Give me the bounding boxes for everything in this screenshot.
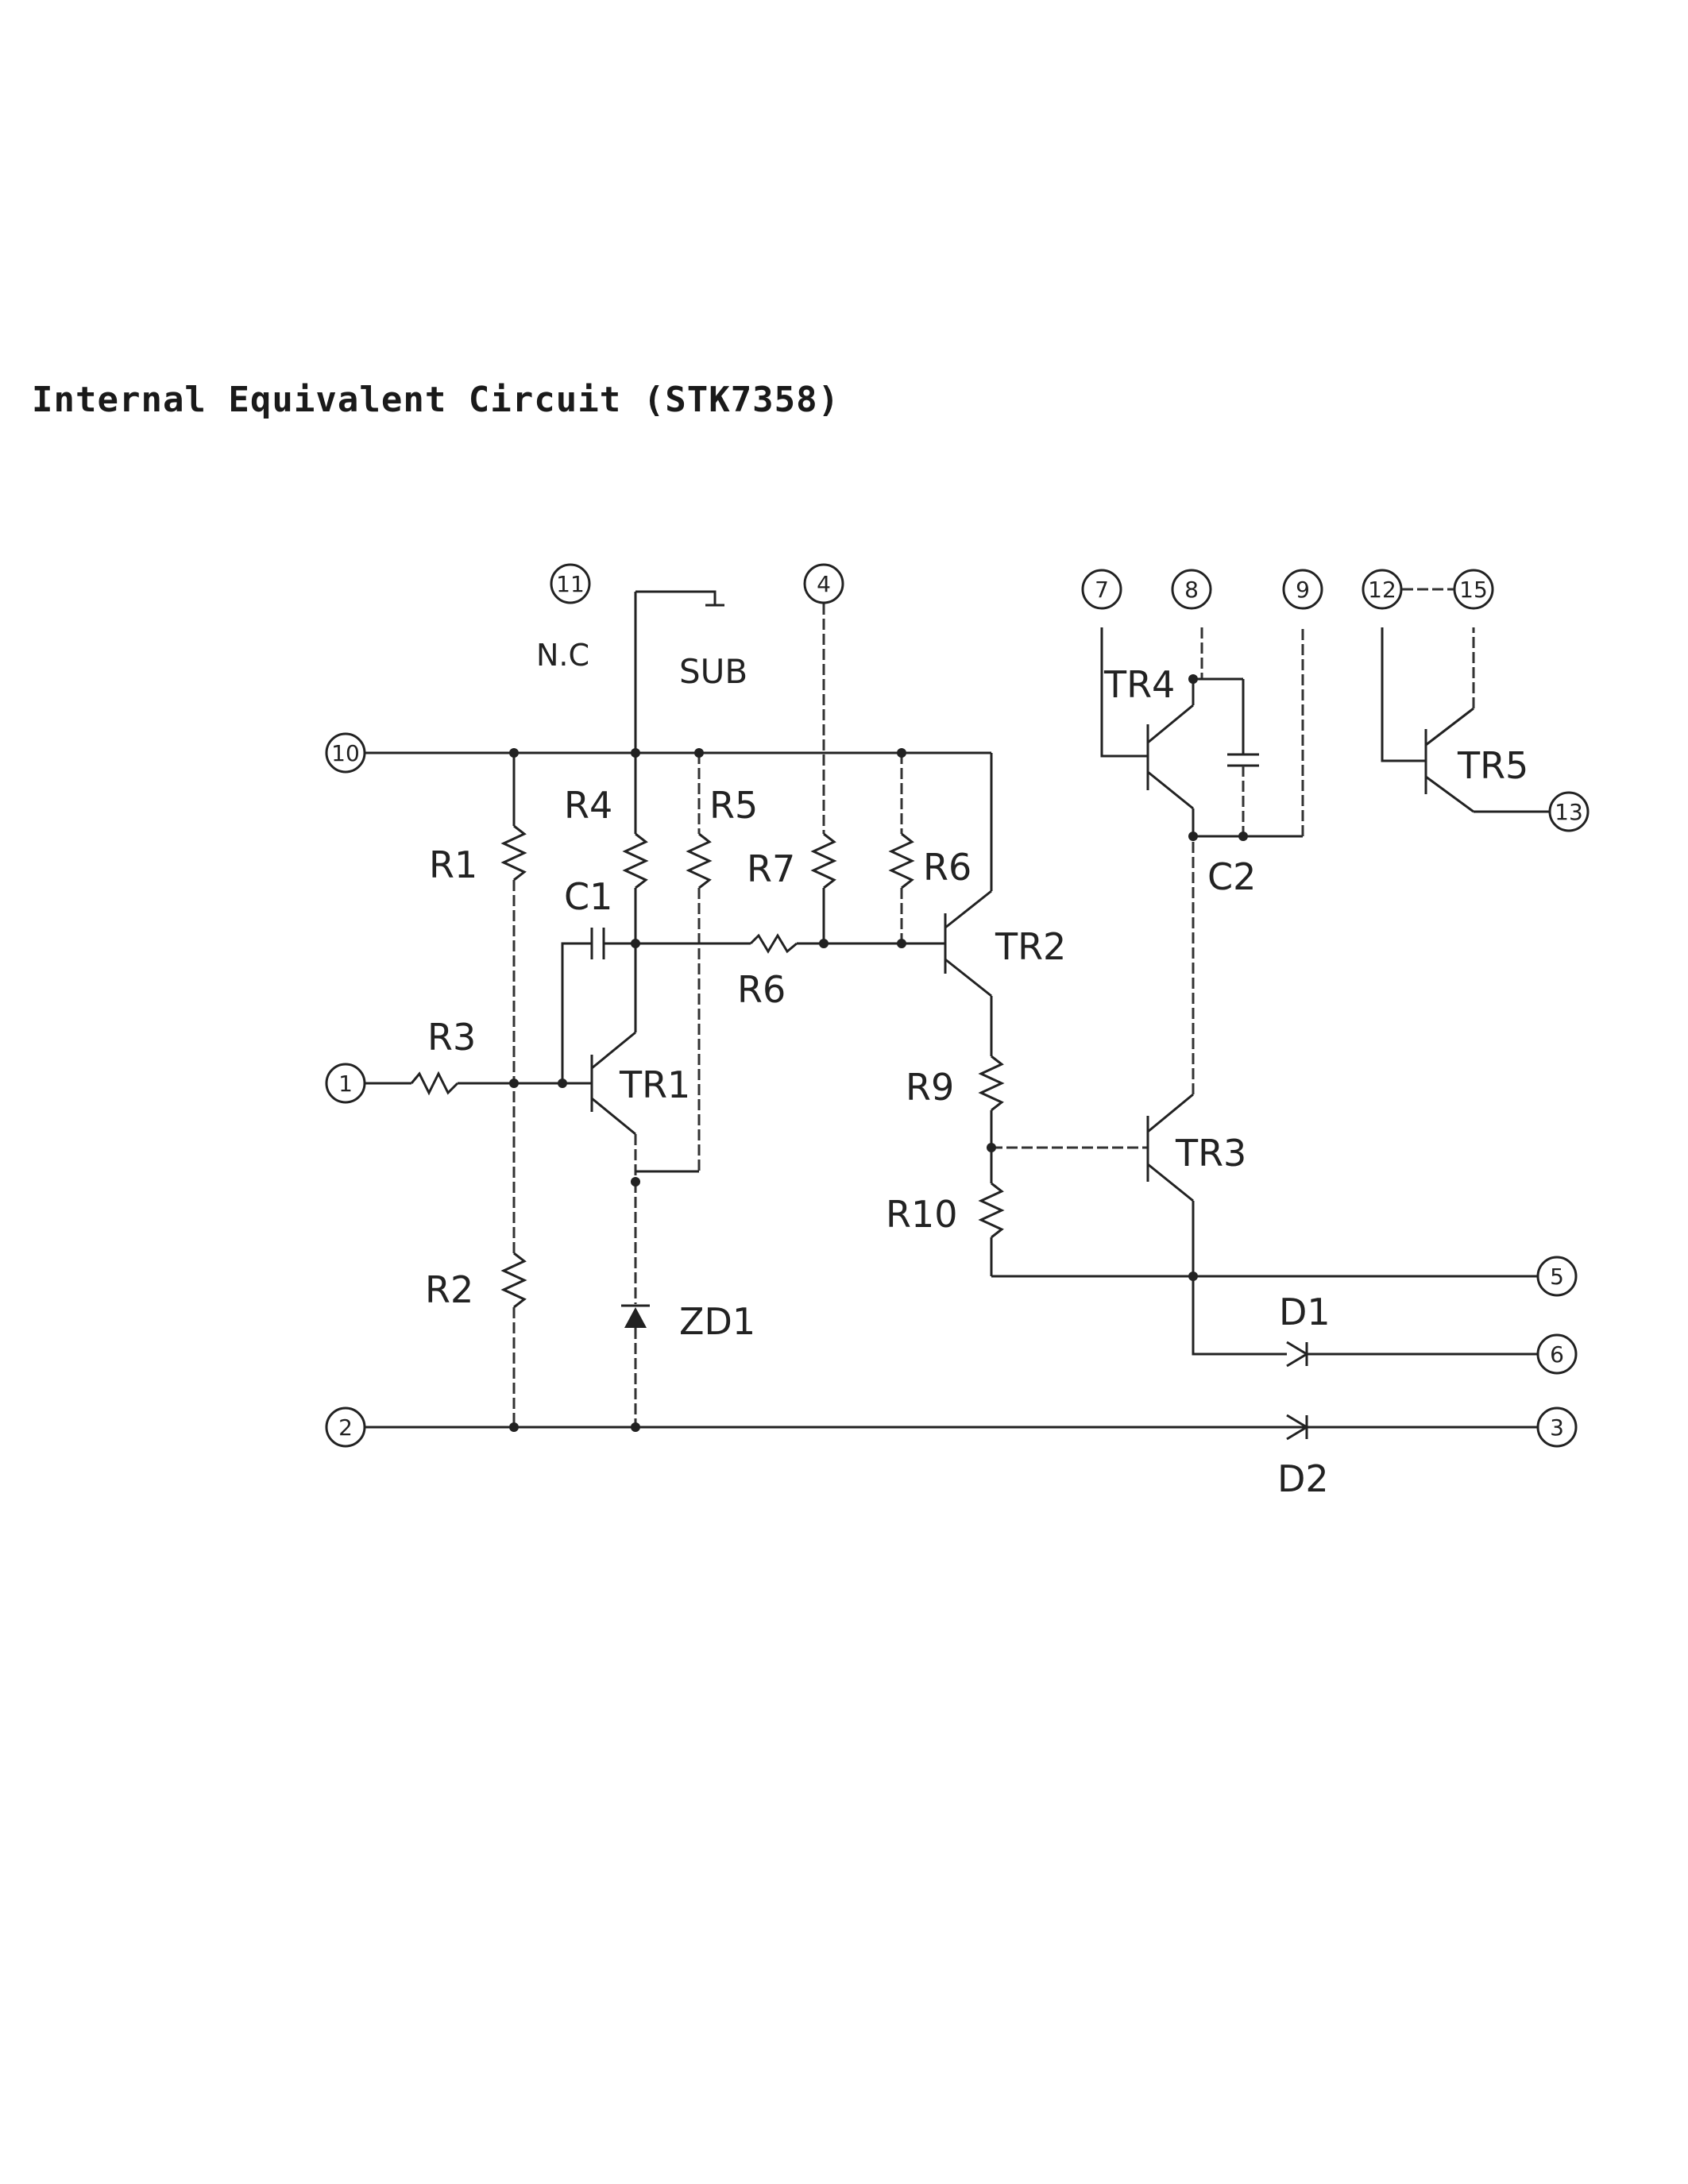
svg-text:6: 6 bbox=[1550, 1341, 1564, 1368]
svg-text:7: 7 bbox=[1095, 577, 1109, 603]
r5-branch bbox=[635, 753, 713, 1173]
pin-10: 10 bbox=[325, 732, 366, 774]
label-tr5: TR5 bbox=[1457, 744, 1528, 787]
label-sub: SUB bbox=[679, 652, 747, 691]
pin-13: 13 bbox=[1548, 791, 1590, 832]
pin-11: 11 bbox=[550, 563, 591, 604]
svg-text:8: 8 bbox=[1184, 577, 1199, 603]
pin-4: 4 bbox=[803, 563, 844, 604]
transistor-tr1 bbox=[562, 943, 637, 1182]
svg-text:1: 1 bbox=[338, 1071, 353, 1097]
label-r6-upper: R6 bbox=[923, 846, 971, 889]
capacitor-c2 bbox=[1193, 627, 1304, 838]
svg-text:10: 10 bbox=[331, 740, 360, 766]
pin-12: 12 bbox=[1362, 569, 1403, 610]
pin-7: 7 bbox=[1081, 569, 1122, 610]
label-r2: R2 bbox=[425, 1268, 473, 1311]
pin-9: 9 bbox=[1282, 569, 1323, 610]
r1-branch bbox=[500, 753, 527, 1427]
label-c2: C2 bbox=[1207, 855, 1256, 898]
label-r5: R5 bbox=[709, 784, 758, 827]
label-tr4: TR4 bbox=[1103, 663, 1175, 706]
r4-branch bbox=[622, 592, 649, 943]
label-d1: D1 bbox=[1279, 1291, 1331, 1333]
label-r10: R10 bbox=[886, 1193, 958, 1236]
page-title: Internal Equivalent Circuit (STK7358) bbox=[32, 380, 840, 420]
svg-text:2: 2 bbox=[338, 1414, 353, 1441]
transistor-tr5 bbox=[1381, 627, 1549, 813]
label-r4: R4 bbox=[564, 784, 612, 827]
label-r3: R3 bbox=[427, 1016, 476, 1059]
pin-8: 8 bbox=[1171, 569, 1212, 610]
capacitor-c1 bbox=[561, 928, 635, 1083]
transistor-tr2 bbox=[944, 753, 993, 1056]
label-zd1: ZD1 bbox=[679, 1300, 755, 1343]
substrate-connection bbox=[635, 590, 724, 607]
r8-branch bbox=[888, 753, 915, 943]
r3-branch bbox=[365, 1071, 562, 1096]
svg-text:5: 5 bbox=[1550, 1264, 1564, 1290]
r7-branch bbox=[810, 604, 837, 943]
svg-text:9: 9 bbox=[1296, 577, 1310, 603]
pin-15: 15 bbox=[1453, 569, 1494, 610]
label-tr3: TR3 bbox=[1175, 1132, 1246, 1175]
svg-text:3: 3 bbox=[1550, 1414, 1564, 1441]
pin-3: 3 bbox=[1536, 1406, 1578, 1448]
svg-text:11: 11 bbox=[556, 571, 585, 597]
label-r1: R1 bbox=[429, 843, 477, 886]
label-c1: C1 bbox=[564, 875, 612, 918]
diode-d1 bbox=[1192, 1276, 1537, 1368]
label-r7: R7 bbox=[747, 847, 795, 890]
svg-text:4: 4 bbox=[817, 571, 831, 597]
pin-2: 2 bbox=[325, 1406, 366, 1448]
svg-text:13: 13 bbox=[1555, 799, 1583, 825]
label-tr1: TR1 bbox=[619, 1063, 690, 1106]
transistor-tr4 bbox=[1100, 627, 1243, 836]
zener-zd1 bbox=[621, 1182, 650, 1427]
label-nc: N.C bbox=[536, 638, 589, 673]
diode-d2 bbox=[1286, 1414, 1309, 1441]
label-r6-lower: R6 bbox=[737, 968, 786, 1011]
pin-5: 5 bbox=[1536, 1256, 1578, 1297]
svg-text:15: 15 bbox=[1459, 577, 1488, 603]
junction-dots bbox=[509, 674, 1248, 1432]
r9-r10-divider bbox=[978, 1055, 1537, 1278]
label-tr2: TR2 bbox=[995, 925, 1066, 968]
transistor-tr3 bbox=[1146, 836, 1195, 1276]
pin-1: 1 bbox=[325, 1063, 366, 1104]
pin-6: 6 bbox=[1536, 1333, 1578, 1375]
label-r9: R9 bbox=[906, 1066, 954, 1109]
label-d2: D2 bbox=[1277, 1457, 1329, 1500]
svg-text:12: 12 bbox=[1368, 577, 1396, 603]
